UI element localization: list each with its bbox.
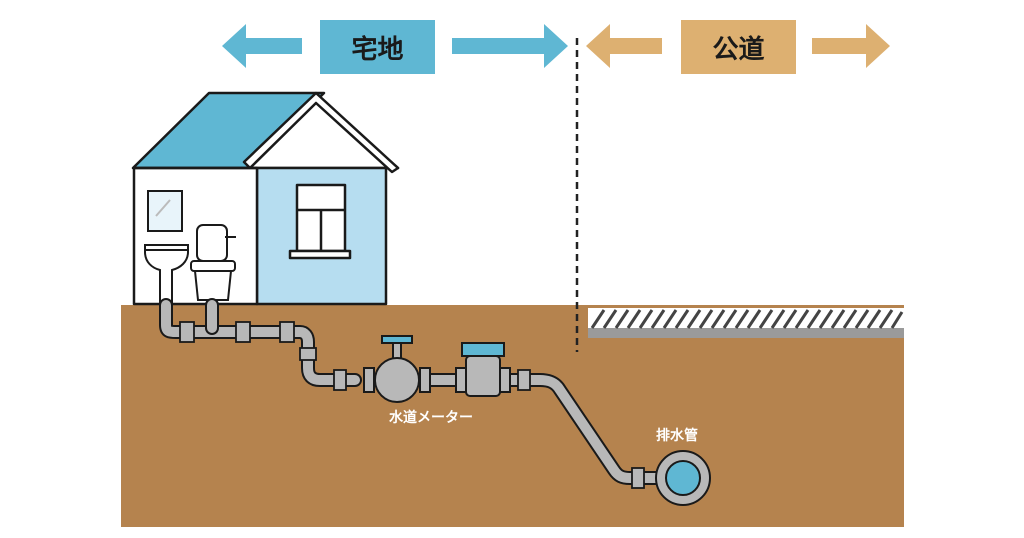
drain-pipe: [655, 450, 711, 506]
gate-valve: [363, 335, 431, 403]
public-zone-arrows: [586, 24, 890, 68]
toilet: [190, 224, 236, 301]
ground: [121, 305, 904, 527]
washbasin: [144, 190, 189, 306]
public-zone-label: 公道: [681, 20, 796, 74]
water-meter-label: 水道メーター: [389, 410, 473, 426]
private-zone-arrows: [222, 24, 568, 68]
private-zone-label: 宅地: [320, 20, 435, 74]
water-meter: [455, 342, 511, 397]
road-surface: [588, 308, 904, 338]
drain-pipe-label: 排水管: [656, 428, 698, 444]
pipe-joints: [179, 321, 645, 489]
water-pipe: [159, 298, 669, 485]
